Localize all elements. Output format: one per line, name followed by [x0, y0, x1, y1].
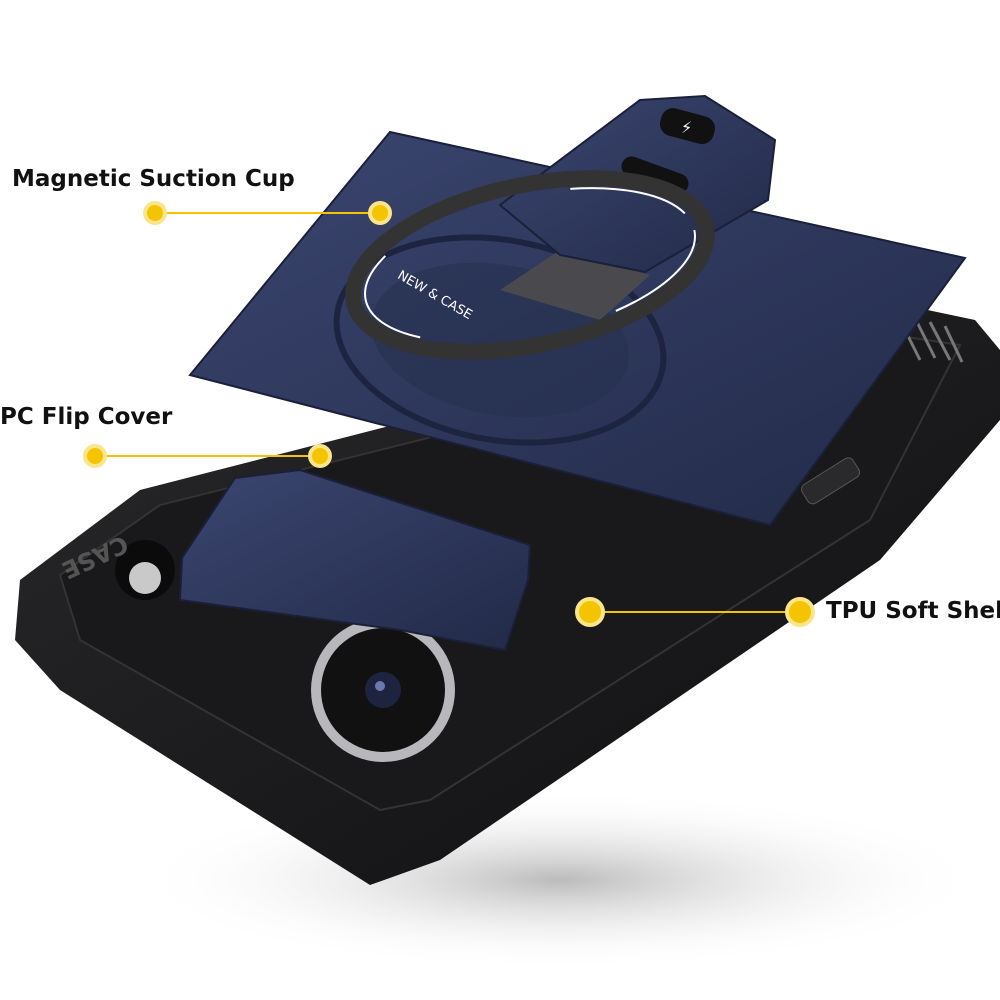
callout-pc-flip-cover: PC Flip Cover: [0, 404, 173, 430]
magnetic-ring: [345, 170, 715, 360]
cover-cutout: [500, 250, 650, 320]
callout-tpu-soft-shell: TPU Soft Shell: [826, 598, 1000, 624]
lens-slide-cover: [178, 468, 532, 652]
callout-dots: [83, 201, 815, 627]
callout-lines: [95, 212, 800, 613]
magnetic-circle: [333, 234, 667, 446]
callout-magnetic-suction-cup: Magnetic Suction Cup: [12, 166, 295, 192]
small-lens: [115, 540, 175, 600]
side-button: [801, 457, 861, 505]
charging-icon-badge: [659, 108, 715, 145]
lightning-icon: ⚡: [681, 118, 692, 137]
floor-shadow: [130, 790, 990, 970]
camera-lens: [311, 618, 455, 762]
